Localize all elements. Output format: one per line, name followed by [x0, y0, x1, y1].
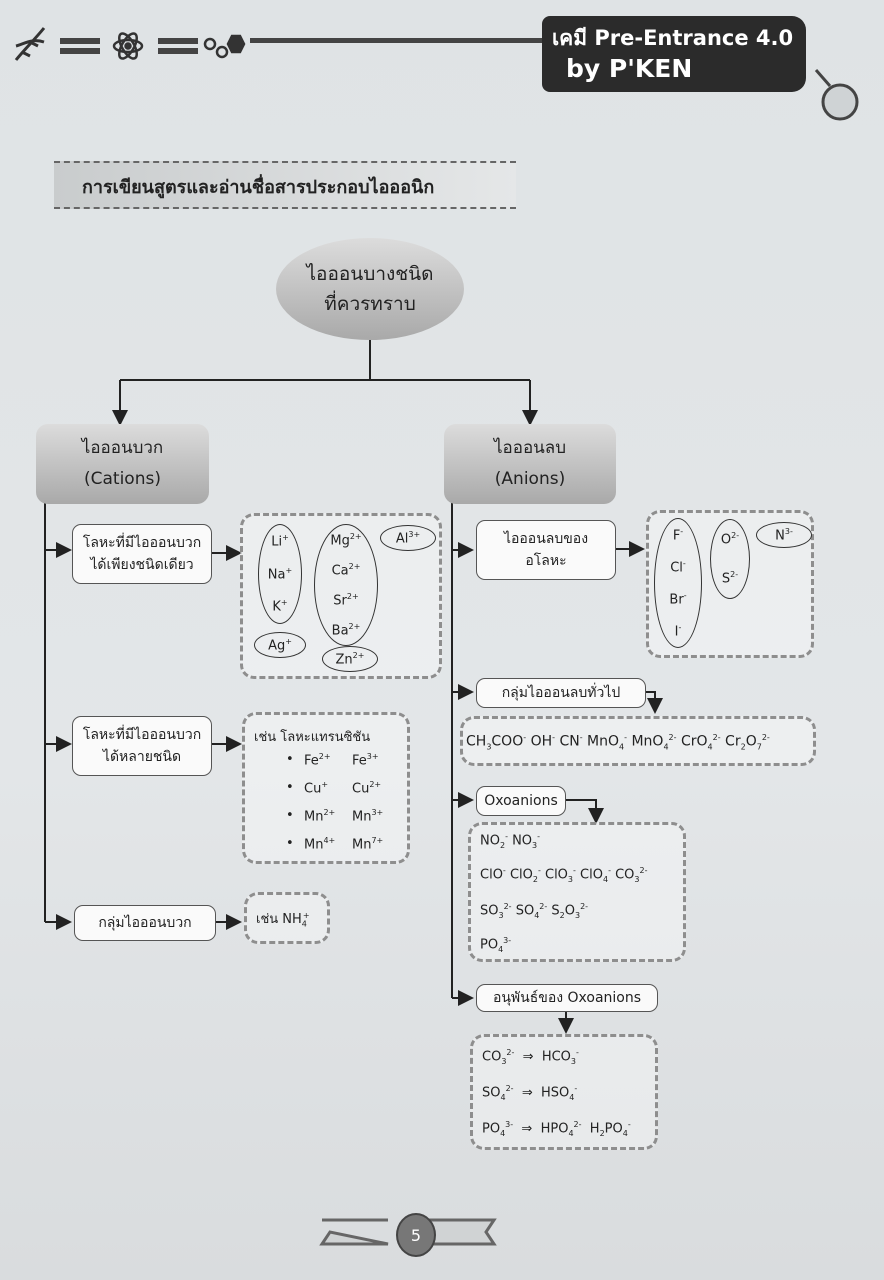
alkaline-earth-ion-2: Sr2+: [333, 591, 359, 609]
oxoanion-row-sulfur: SO32- SO42- S2O32-: [480, 902, 589, 920]
bullet-1: •: [286, 780, 294, 795]
chalcogen-ion-0: O2-: [720, 531, 740, 548]
aluminium-ion: Al3+: [380, 525, 436, 551]
bullet-2: •: [286, 808, 294, 823]
silver-ion: Ag+: [254, 632, 306, 658]
multi-ion-0-a: Fe2+: [304, 752, 331, 769]
single-charge-metal-label: โลหะที่มีไอออนบวก ได้เพียงชนิดเดียว: [72, 524, 212, 584]
multi-charge-ions-box: [242, 712, 410, 864]
cations-subtitle: (Cations): [84, 469, 161, 489]
root-node: ไอออนบางชนิด ที่ควรทราบ: [276, 238, 464, 340]
chalcogen-ion-1: S2-: [721, 570, 739, 587]
halide-ions-group: F- Cl- Br- I-: [654, 518, 702, 648]
oxoanion-derivative-label: อนุพันธ์ของ Oxoanions: [476, 984, 658, 1012]
multi-ion-1-a: Cu+: [304, 780, 329, 797]
header-title-line2: by P'KEN: [566, 54, 693, 83]
halide-ion-1: Cl-: [670, 558, 686, 576]
cations-title: ไอออนบวก: [81, 438, 164, 459]
oxoanion-row-chlorine: ClO- ClO2- ClO3- ClO4- CO32-: [480, 866, 648, 884]
oxoanion-row-nitrogen: NO2- NO3-: [480, 832, 541, 850]
header-icon-strip: [14, 27, 246, 61]
root-line1: ไอออนบางชนิด: [306, 262, 434, 285]
nonmetal-anion-line1: ไอออนลบของ: [503, 530, 589, 547]
common-anions-box: [460, 716, 816, 766]
chalcogen-ions-group: O2- S2-: [710, 519, 750, 599]
halide-ion-0: F-: [672, 526, 684, 544]
section-title: การเขียนสูตรและอ่านชื่อสารประกอบไอออนิก: [82, 177, 435, 198]
alkali-ion-0: Li+: [271, 533, 289, 550]
derivative-row-phosphate: PO43- ⇒ HPO42- H2PO4-: [482, 1120, 631, 1138]
multi-ion-2-a: Mn2+: [304, 808, 336, 825]
single-charge-line2: ได้เพียงชนิดเดียว: [90, 557, 194, 573]
header-title-line1: เคมี Pre-Entrance 4.0: [552, 26, 794, 50]
polyatomic-cation-label: กลุ่มไอออนบวก: [74, 905, 216, 941]
ag-ion-label: Ag+: [268, 636, 292, 654]
section-title-bar: [54, 161, 516, 209]
multi-charge-line1: โลหะที่มีไอออนบวก: [82, 726, 202, 743]
oxoanions-box: [468, 822, 686, 962]
anions-title: ไอออนลบ: [493, 438, 566, 459]
footer-ribbon: [318, 1214, 498, 1250]
anions-node: ไอออนลบ (Anions): [444, 424, 616, 504]
multi-ion-1-b: Cu2+: [352, 780, 382, 797]
flask-icon: [812, 66, 862, 122]
header-icons: [10, 24, 250, 64]
alkaline-earth-ion-3: Ba2+: [331, 621, 361, 639]
derivative-row-carbonate: CO32- ⇒ HCO3-: [482, 1048, 579, 1066]
atom-icon: [112, 32, 144, 60]
multi-charge-heading: เช่น โลหะแทรนซิชัน: [254, 730, 371, 745]
single-charge-line1: โลหะที่มีไอออนบวก: [82, 534, 202, 551]
alkali-ions-group: Li+ Na+ K+: [258, 524, 302, 624]
header-title-banner: เคมี Pre-Entrance 4.0 by P'KEN: [542, 16, 806, 92]
alkaline-earth-ions-group: Mg2+ Ca2+ Sr2+ Ba2+: [314, 524, 378, 646]
multi-ion-3-a: Mn4+: [304, 836, 336, 853]
dna-icon: [14, 27, 46, 61]
molecule-icon: [203, 34, 246, 59]
polyatomic-cation-box: [244, 892, 330, 944]
polyatomic-cation-example: เช่น NH4+: [256, 910, 310, 929]
common-anions-list: CH3COO- OH- CN- MnO4- MnO42- CrO42- Cr2O…: [466, 733, 770, 752]
zinc-ion: Zn2+: [322, 646, 378, 672]
common-anion-label: กลุ่มไอออนลบทั่วไป: [476, 678, 646, 708]
al-ion-label: Al3+: [395, 529, 421, 547]
multi-ion-2-b: Mn3+: [352, 808, 384, 825]
root-line2: ที่ควรทราบ: [324, 293, 416, 315]
alkali-ion-2: K+: [272, 598, 288, 615]
oxoanion-derivatives-box: [470, 1034, 658, 1150]
nitride-ion-label: N3-: [775, 526, 793, 544]
bullet-0: •: [286, 752, 294, 767]
nonmetal-anion-line2: อโลหะ: [525, 553, 567, 569]
derivative-row-sulfate: SO42- ⇒ HSO4-: [482, 1084, 578, 1102]
alkaline-earth-ion-0: Mg2+: [330, 531, 362, 549]
alkali-ion-1: Na+: [267, 565, 293, 583]
nitride-ion: N3-: [756, 522, 812, 548]
bullet-3: •: [286, 836, 294, 851]
oxoanion-row-phosphate: PO43-: [480, 936, 512, 954]
zn-ion-label: Zn2+: [335, 650, 365, 668]
alkaline-earth-ion-1: Ca2+: [331, 561, 361, 579]
nonmetal-anion-label: ไอออนลบของ อโลหะ: [476, 520, 616, 580]
page-number: 5: [396, 1213, 436, 1257]
halide-ion-3: I-: [674, 622, 682, 640]
oxoanion-label: Oxoanions: [476, 786, 566, 816]
halide-ion-2: Br-: [669, 590, 687, 608]
multi-charge-line2: ได้หลายชนิด: [102, 749, 182, 765]
multi-ion-3-b: Mn7+: [352, 836, 384, 853]
cations-node: ไอออนบวก (Cations): [36, 424, 209, 504]
anions-subtitle: (Anions): [494, 469, 566, 489]
multi-charge-metal-label: โลหะที่มีไอออนบวก ได้หลายชนิด: [72, 716, 212, 776]
multi-ion-0-b: Fe3+: [352, 752, 379, 769]
header-rule: [250, 38, 542, 43]
